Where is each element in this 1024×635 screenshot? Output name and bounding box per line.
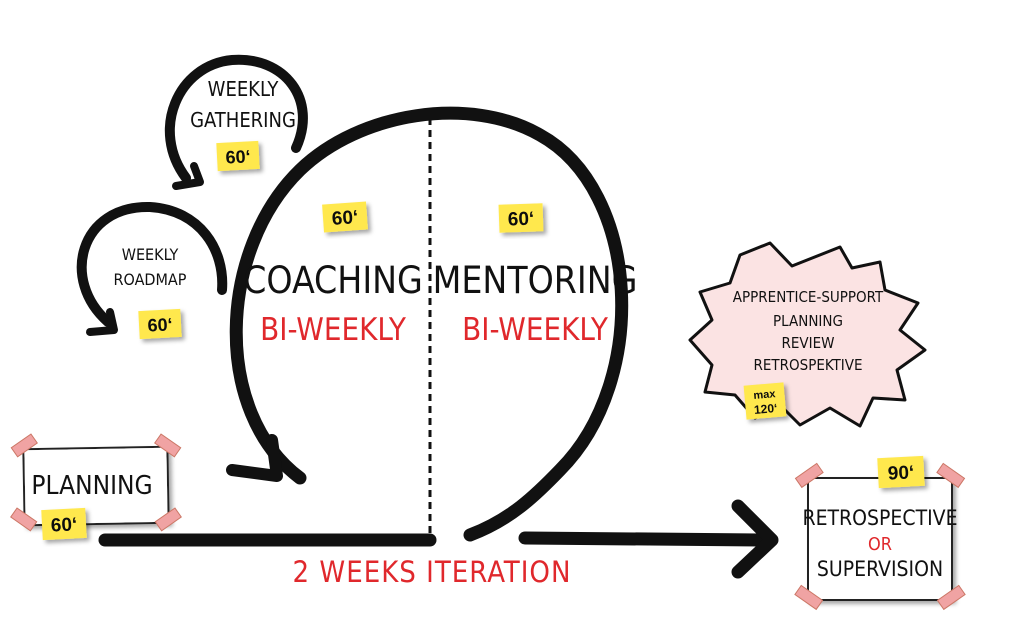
iteration-label: 2 WEEKS ITERATION — [293, 555, 572, 589]
apprentice-duration-sticky: max 120‘ — [743, 382, 787, 420]
timeline-arrowhead — [731, 499, 779, 579]
planning-tape-br — [154, 507, 182, 532]
cycle-arrowhead — [226, 434, 283, 482]
retrospective-duration-sticky: 90‘ — [877, 455, 925, 489]
cycle-arc — [229, 106, 629, 542]
planning-tape-tr — [154, 433, 182, 458]
timeline-line-right — [518, 531, 767, 547]
svg-text:max: max — [753, 388, 777, 402]
weekly-gathering-arc — [164, 54, 308, 183]
weekly-roadmap-arc — [76, 201, 228, 327]
apprentice-line3: REVIEW — [782, 334, 835, 352]
weekly-gathering-line2: GATHERING — [190, 108, 296, 132]
svg-text:60‘: 60‘ — [507, 209, 534, 231]
retrospective-line1: RETROSPECTIVE — [802, 506, 957, 530]
svg-text:60‘: 60‘ — [331, 207, 359, 230]
planning-label: PLANNING — [31, 471, 152, 501]
coaching-title: COACHING — [243, 259, 423, 302]
coaching-frequency: BI-WEEKLY — [260, 312, 407, 348]
apprentice-line1: APPRENTICE-SUPPORT — [733, 288, 884, 306]
retro-tape-tl — [794, 462, 824, 489]
retrospective-card-paper — [807, 477, 953, 601]
apprentice-support-burst: APPRENTICE-SUPPORT PLANNING REVIEW RETRO… — [688, 241, 927, 428]
mentoring-frequency: BI-WEEKLY — [462, 312, 609, 348]
retrospective-line2: OR — [868, 534, 892, 555]
weekly-gathering-arrowhead — [172, 162, 204, 190]
retro-tape-bl — [794, 584, 824, 611]
planning-tape-bl — [10, 507, 38, 532]
apprentice-line2: PLANNING — [773, 312, 843, 330]
svg-text:60‘: 60‘ — [50, 514, 77, 536]
planning-tape-tl — [10, 433, 38, 458]
mentoring-section: 60‘ MENTORING BI-WEEKLY — [433, 203, 638, 348]
weekly-gathering-loop: WEEKLY GATHERING 60‘ — [164, 54, 308, 190]
planning-card: PLANNING 60‘ — [10, 433, 182, 541]
retrospective-card: 90‘ RETROSPECTIVE OR SUPERVISION — [794, 455, 966, 611]
coaching-duration-sticky: 60‘ — [322, 201, 368, 233]
retro-tape-tr — [936, 462, 966, 489]
planning-card-paper — [22, 445, 170, 527]
svg-text:90‘: 90‘ — [887, 462, 914, 484]
mentoring-title: MENTORING — [433, 259, 638, 302]
iteration-cycle — [226, 106, 629, 542]
burst-shape — [688, 241, 927, 428]
weekly-gathering-line1: WEEKLY — [208, 77, 280, 101]
mentoring-duration-sticky: 60‘ — [498, 203, 544, 233]
coaching-section: 60‘ COACHING BI-WEEKLY — [243, 201, 423, 348]
svg-text:120‘: 120‘ — [753, 401, 777, 417]
weekly-roadmap-loop: WEEKLY ROADMAP 60‘ — [76, 201, 228, 340]
timeline: 2 WEEKS ITERATION — [98, 499, 779, 589]
retro-tape-br — [936, 584, 966, 611]
svg-text:60‘: 60‘ — [225, 146, 251, 167]
weekly-roadmap-duration-sticky: 60‘ — [138, 308, 182, 340]
planning-duration-sticky: 60‘ — [41, 507, 87, 541]
weekly-roadmap-line1: WEEKLY — [122, 245, 179, 264]
retrospective-line3: SUPERVISION — [817, 557, 943, 581]
weekly-roadmap-line2: ROADMAP — [114, 270, 187, 289]
weekly-gathering-duration-sticky: 60‘ — [216, 140, 260, 172]
svg-text:60‘: 60‘ — [147, 314, 173, 335]
apprentice-line4: RETROSPEKTIVE — [753, 356, 862, 374]
weekly-roadmap-arrowhead — [86, 308, 118, 336]
